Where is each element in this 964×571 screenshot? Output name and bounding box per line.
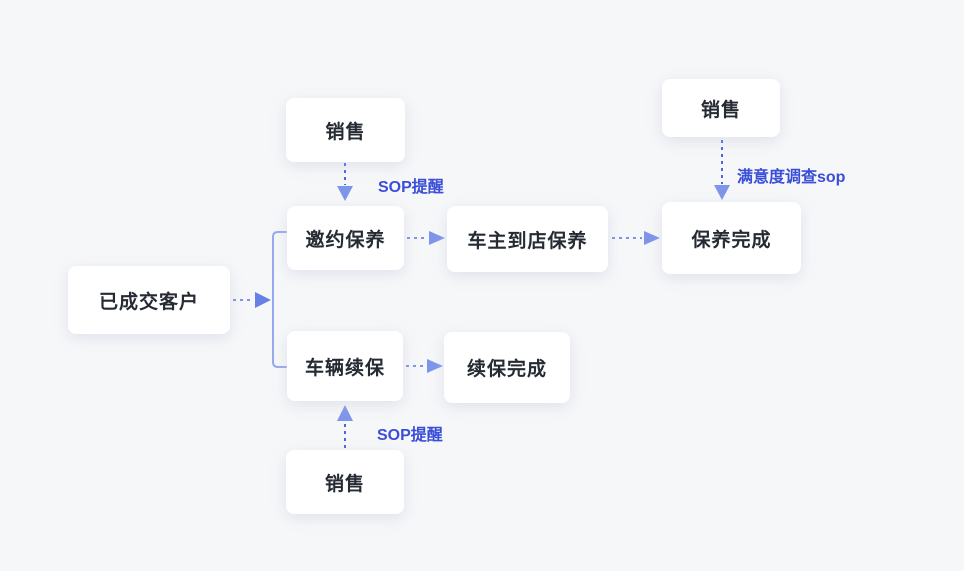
node-label: 已成交客户 — [98, 291, 199, 313]
node-label: 邀约保养 — [305, 229, 386, 251]
arrow-store-to-complete — [612, 231, 660, 245]
node-invite-maintenance: 邀约保养 — [287, 206, 404, 270]
node-label: 销售 — [325, 121, 366, 143]
edge-label-sop-reminder-top: SOP提醒 — [378, 179, 444, 196]
edge-label-sop-reminder-bottom: SOP提醒 — [377, 427, 443, 444]
arrow-renewal-to-complete — [406, 359, 443, 373]
node-label: 销售 — [700, 99, 741, 121]
arrow-satisfaction-survey — [714, 140, 730, 200]
node-closed-customer: 已成交客户 — [68, 266, 230, 334]
node-renewal-complete: 续保完成 — [444, 332, 570, 403]
node-label: 车主到店保养 — [467, 230, 588, 252]
node-sales-top-left: 销售 — [286, 98, 405, 162]
edge-label-satisfaction-survey-sop: 满意度调查sop — [737, 169, 846, 186]
node-label: 销售 — [324, 473, 365, 495]
node-sales-top-right: 销售 — [662, 79, 780, 137]
node-vehicle-renewal: 车辆续保 — [287, 331, 403, 401]
arrow-invite-to-store — [407, 231, 445, 245]
node-label: 保养完成 — [691, 229, 772, 251]
node-label: 续保完成 — [466, 359, 547, 380]
node-owner-store-maintenance: 车主到店保养 — [447, 206, 608, 272]
arrow-sop-reminder-bottom — [337, 405, 353, 448]
node-maintenance-complete: 保养完成 — [662, 202, 801, 274]
arrow-sop-reminder-top — [337, 163, 353, 201]
node-label: 车辆续保 — [304, 357, 385, 379]
branch-bracket — [272, 231, 287, 368]
arrow-customer-to-branch — [233, 292, 271, 308]
node-sales-bottom: 销售 — [286, 450, 404, 514]
